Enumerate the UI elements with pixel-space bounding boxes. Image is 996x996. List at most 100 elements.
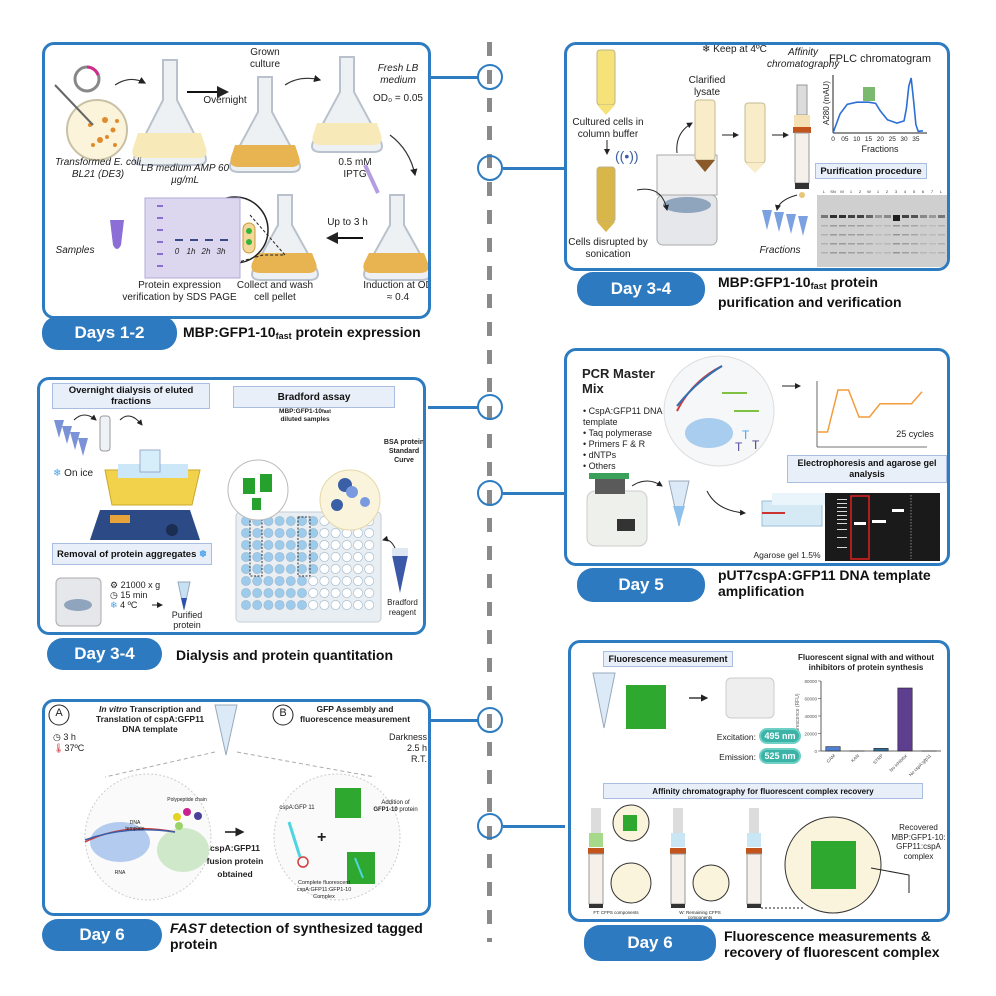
gel-band: [866, 215, 873, 218]
well: [274, 576, 285, 586]
gel-band-minor: [938, 234, 945, 236]
label-od0: OD₀ = 0.05: [372, 93, 423, 104]
bar-strp: [873, 748, 889, 752]
label-cycles: 25 cycles: [896, 429, 934, 439]
flask-induction-icon: [363, 194, 428, 281]
well: [341, 576, 352, 586]
diluted-sub: fast: [322, 409, 331, 415]
gel-band: [821, 215, 828, 218]
gel-band-minor: [938, 243, 945, 245]
title-italic: In vitro: [98, 704, 128, 714]
well: [319, 564, 330, 574]
gel-lane-label: 7: [931, 189, 934, 194]
bar-no-inhibitor: [897, 687, 913, 752]
well: [263, 588, 274, 598]
well: [274, 600, 285, 610]
well: [241, 600, 251, 610]
well: [319, 540, 330, 550]
well: [252, 600, 263, 610]
gel-band: [830, 215, 837, 218]
timeline-node-6: [477, 813, 503, 839]
title-main: MBP:GFP1-10: [183, 324, 276, 340]
panel-title: Dialysis and protein quantitation: [176, 647, 394, 663]
label-cspa-gfp11: cspA:GFP 11: [279, 805, 315, 811]
96-well-plate: [235, 511, 382, 623]
label-reagent: Bradford reagent: [387, 598, 418, 617]
tube-clarified-icon: [694, 99, 716, 172]
bsa-protein-icon: [331, 478, 370, 511]
well: [364, 540, 375, 550]
gel-tank-icon: [761, 493, 827, 527]
well: [308, 564, 319, 574]
well: [285, 528, 296, 538]
panel-title: FAST detection of synthesized tagged pro…: [170, 920, 430, 952]
standard-column-highlight: [297, 516, 311, 577]
sample-tube-icon: [110, 220, 124, 249]
lane-label: 2h: [201, 247, 211, 256]
svg-text:+: +: [317, 829, 326, 846]
pcr-illustration: TTT: [586, 355, 940, 561]
speed-text: 21000 x g: [120, 580, 161, 590]
day-badge: Day 3-4: [47, 638, 162, 670]
well: [263, 528, 274, 538]
label-purified: Purified protein: [171, 610, 203, 630]
panel-title: MBP:GFP1-10fast protein expression: [183, 324, 463, 344]
bar-cam: [825, 746, 841, 752]
day-badge: Day 6: [42, 919, 162, 951]
well: [274, 516, 285, 526]
gel-lane-label: L: [940, 189, 943, 194]
well: [252, 540, 263, 550]
protein-icon: [863, 87, 875, 101]
taq-polymerase-icon: [685, 418, 733, 448]
bsa-zoom-circle: [319, 469, 381, 531]
gel-band: [857, 215, 864, 218]
panel-fast-detection: + A B In vitro Transcription and Transla…: [42, 699, 431, 916]
gel-band-minor: [902, 252, 909, 254]
wash-zoom-circle: [692, 864, 730, 902]
complete-complex-icon: [347, 852, 375, 884]
title-rest: detection of synthesized tagged protein: [170, 920, 423, 952]
gel-band-minor: [830, 234, 837, 236]
well: [297, 516, 307, 526]
well: [285, 600, 296, 610]
fplc-title: FPLC chromatogram: [828, 53, 932, 65]
column-elution-icon: [746, 808, 762, 908]
label-affinity: Affinity chromatography: [767, 47, 840, 70]
well: [252, 576, 263, 586]
dialysis-cassette-icon: [99, 415, 111, 452]
well: [285, 564, 296, 574]
well: [364, 552, 375, 562]
well: [341, 552, 352, 562]
gel-band-minor: [848, 252, 855, 254]
gel-lane-label: 2: [886, 189, 889, 194]
fplc-ylabel: A280 (mAU): [822, 81, 831, 126]
well: [241, 540, 251, 550]
well: [285, 516, 296, 526]
well: [308, 552, 319, 562]
step-a-badge: [48, 704, 70, 726]
y-tick-label: 80000: [804, 679, 817, 684]
ice-bath-stirrer-icon: [90, 449, 201, 540]
label-fractions: Fractions: [759, 245, 801, 256]
well: [341, 540, 352, 550]
step-b-label: B: [279, 707, 287, 719]
label-overnight: Overnight: [203, 95, 247, 106]
gel-band-minor: [902, 243, 909, 245]
gel-band-minor: [821, 234, 828, 236]
recovered-complex-icon: [811, 841, 856, 889]
lane-label: 0: [174, 247, 180, 256]
bradford-header: Bradford assay: [233, 386, 395, 408]
well: [364, 564, 375, 574]
gel-band-minor: [857, 225, 864, 227]
gel-band-minor: [911, 243, 918, 245]
gel-lane-label: M: [840, 189, 843, 194]
well: [297, 600, 307, 610]
affinity-header: Affinity chromatography for fluorescent …: [603, 783, 923, 799]
gel-band-minor: [821, 243, 828, 245]
gel-band: [902, 215, 909, 218]
gel-band-minor: [884, 234, 891, 236]
well: [330, 576, 341, 586]
gel-band-minor: [857, 252, 864, 254]
